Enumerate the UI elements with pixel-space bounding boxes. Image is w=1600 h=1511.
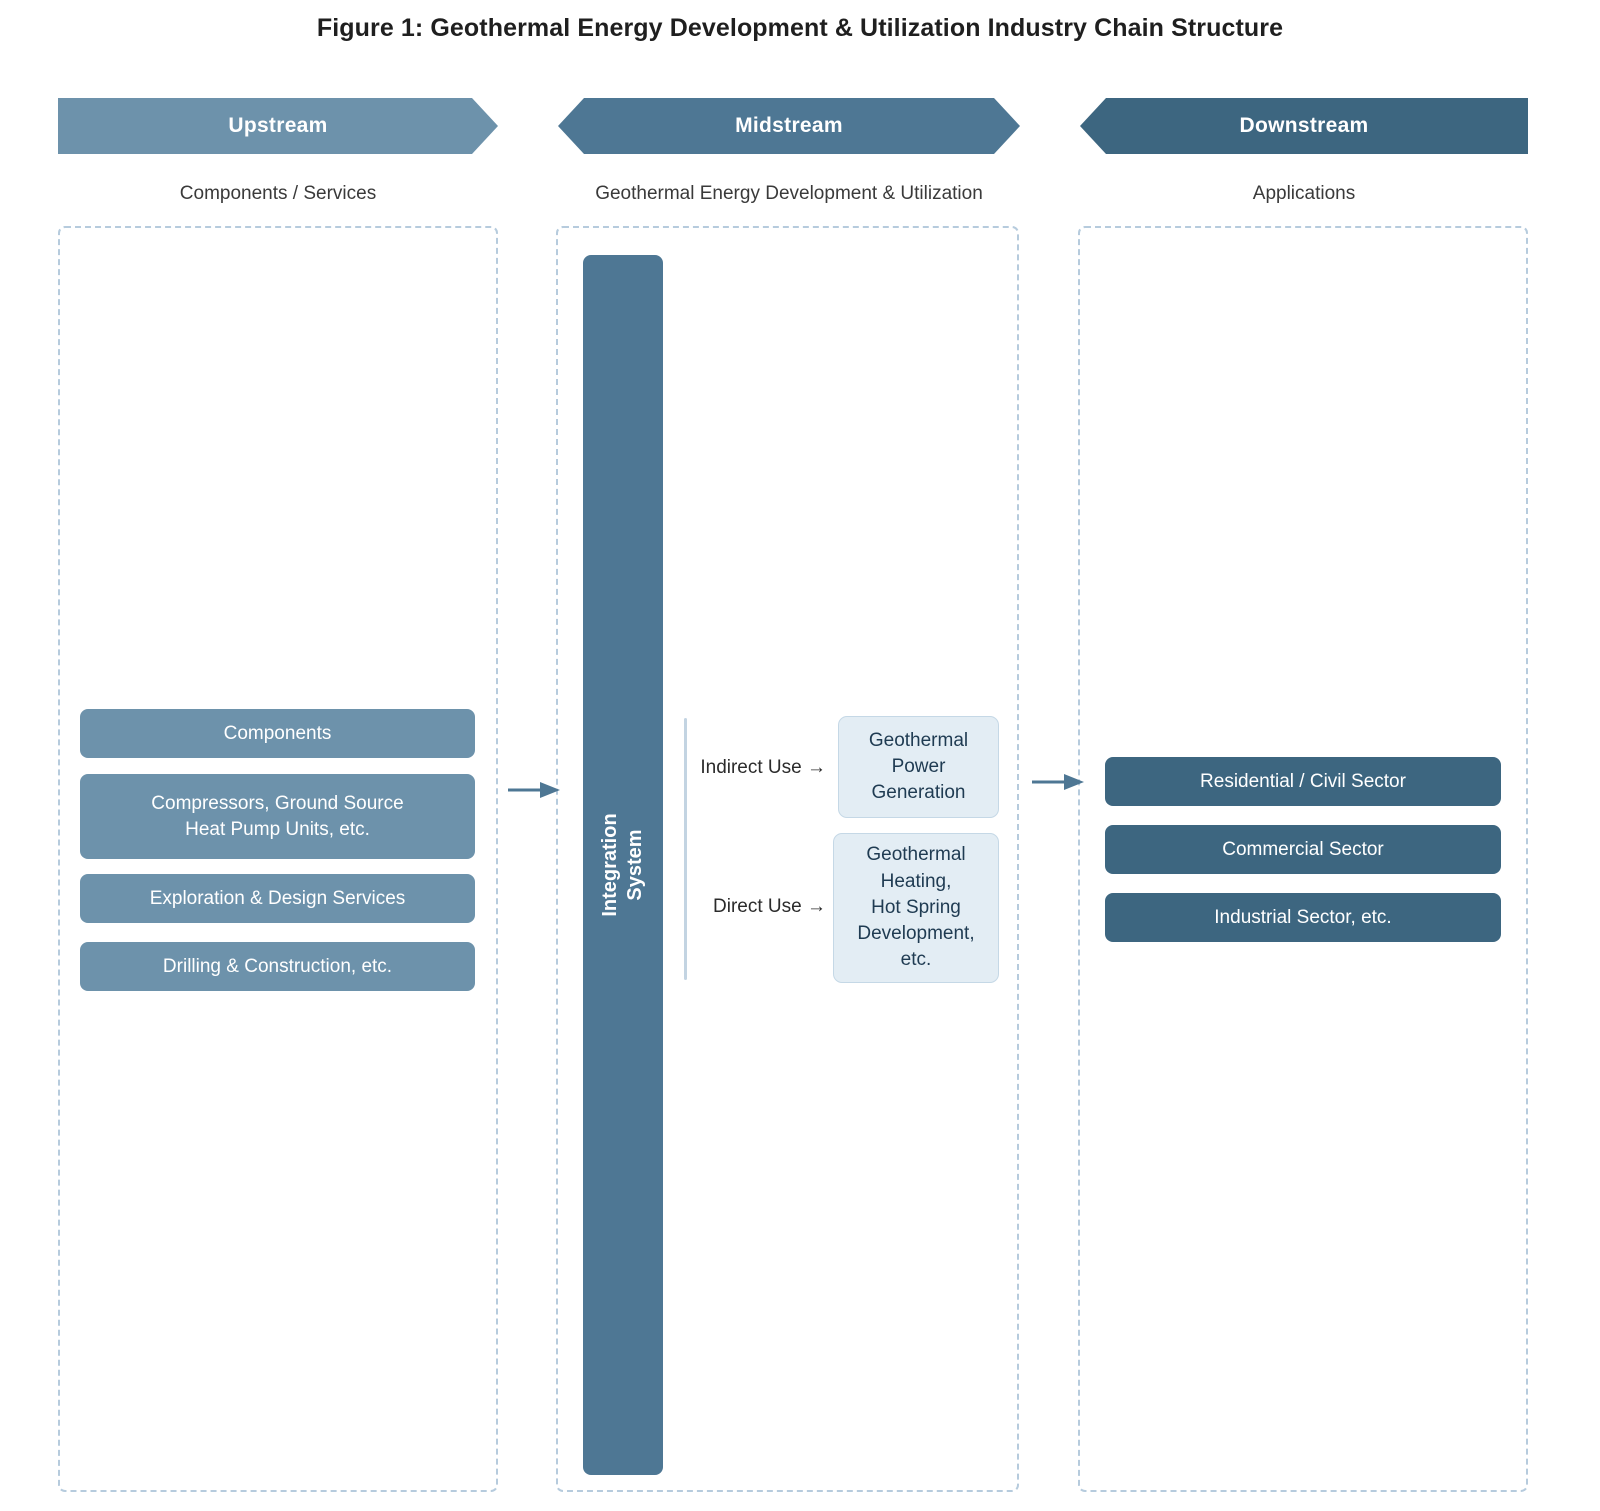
upstream-item-label: Components <box>223 722 332 744</box>
stage-subtitle-upstream: Components / Services <box>179 183 377 204</box>
integration-system-label-line2: System <box>624 829 646 901</box>
midstream-branch-indirect-label-wrap: Indirect Use → <box>698 757 826 779</box>
stage-banner-midstream: Midstream <box>558 98 1020 154</box>
figure-title: Figure 1: Geothermal Energy Development … <box>316 14 1284 42</box>
upstream-item-components[interactable]: Components <box>80 709 475 758</box>
stage-banner-downstream-label: Downstream <box>1239 114 1369 137</box>
integration-system-label: Integration System <box>598 813 648 916</box>
midstream-branch-indirect-label: Indirect Use → <box>700 757 826 778</box>
downstream-item-label: Commercial Sector <box>1222 838 1384 860</box>
stage-banner-upstream: Upstream <box>58 98 498 154</box>
midstream-branch-direct-label: Direct Use → <box>713 896 826 917</box>
integration-system-bar[interactable]: Integration System <box>583 255 663 1475</box>
midstream-branch-direct-label-wrap: Direct Use → <box>698 896 826 918</box>
arrow-midstream-to-downstream-icon <box>1032 774 1084 790</box>
stage-banner-downstream: Downstream <box>1080 98 1528 154</box>
integration-system-label-line1: Integration <box>599 813 621 917</box>
downstream-item-industrial[interactable]: Industrial Sector, etc. <box>1105 893 1501 942</box>
lane-upstream <box>58 226 498 1492</box>
stage-subtitle-midstream: Geothermal Energy Development & Utilizat… <box>595 183 983 204</box>
stage-subtitle-downstream: Applications <box>1252 183 1356 204</box>
upstream-item-exploration[interactable]: Exploration & Design Services <box>80 874 475 923</box>
stage-banner-upstream-label: Upstream <box>228 114 328 137</box>
stage-banner-midstream-label: Midstream <box>735 114 843 137</box>
lane-downstream <box>1078 226 1528 1492</box>
downstream-item-residential[interactable]: Residential / Civil Sector <box>1105 757 1501 806</box>
downstream-item-commercial[interactable]: Commercial Sector <box>1105 825 1501 874</box>
downstream-item-label: Residential / Civil Sector <box>1200 770 1406 792</box>
upstream-item-drilling[interactable]: Drilling & Construction, etc. <box>80 942 475 991</box>
lane-midstream <box>556 226 1019 1492</box>
midstream-branch-divider <box>684 718 687 980</box>
downstream-item-label: Industrial Sector, etc. <box>1214 906 1392 928</box>
arrow-upstream-to-midstream-icon <box>508 782 560 798</box>
upstream-item-label: Drilling & Construction, etc. <box>162 955 393 977</box>
upstream-item-label: Exploration & Design Services <box>149 887 406 909</box>
